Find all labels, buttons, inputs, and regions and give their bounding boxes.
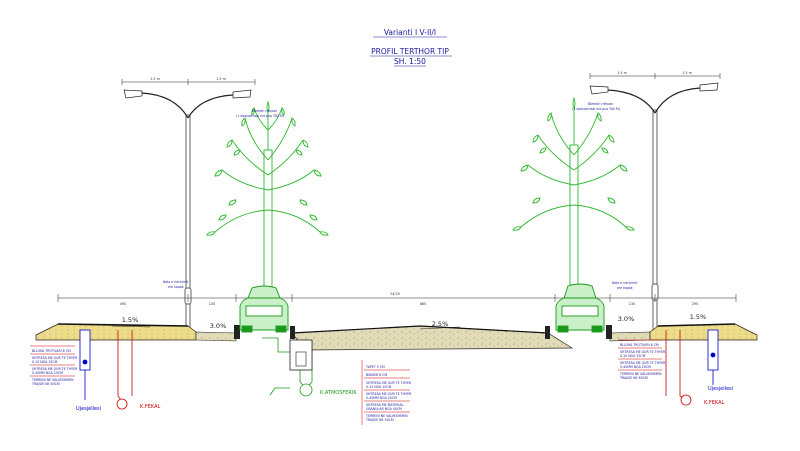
right-sewer-label: K.FEKAL — [704, 400, 725, 406]
dim-left-curb: 130 — [209, 302, 215, 306]
right-parked-car — [555, 283, 605, 333]
right-water-label: Ujesjellesi — [708, 386, 733, 392]
left-sewer-label: K.FEKAL — [140, 404, 161, 410]
svg-text:SHTRESA ME MATERIAL: SHTRESA ME MATERIAL — [366, 403, 404, 407]
svg-text:BLLOKA TROTUARI 6 CM: BLLOKA TROTUARI 6 CM — [32, 349, 71, 353]
svg-text:TAPET 5 CM: TAPET 5 CM — [365, 365, 385, 369]
svg-text:0-15 NGA 10CM: 0-15 NGA 10CM — [366, 385, 392, 389]
right-tree-note: Blemdri rrthpan — [588, 102, 613, 106]
drawing-subtitle: PROFIL TERTHOR TIP — [371, 47, 449, 56]
left-parked-car — [239, 285, 289, 333]
dim-right-sidewalk: 290 — [692, 302, 698, 306]
svg-text:TERRENI NE VALVESHMEN: TERRENI NE VALVESHMEN — [31, 378, 74, 382]
road-top-surface — [291, 325, 549, 334]
svg-text:TERRENI NE VALVESHMEN: TERRENI NE VALVESHMEN — [619, 372, 662, 376]
svg-text:SHTRESA ME GUR TE THYER: SHTRESA ME GUR TE THYER — [32, 367, 78, 371]
left-curb — [234, 325, 240, 339]
left-lane-section — [195, 331, 237, 342]
right-sewer-pipe — [665, 330, 692, 406]
svg-text:0-40MM NGA 20CM: 0-40MM NGA 20CM — [366, 396, 397, 400]
right-inner-curb — [545, 326, 550, 339]
right-lane-section — [609, 331, 651, 342]
slope-road: 2.5% — [432, 320, 449, 328]
right-tree — [512, 96, 635, 296]
left-tree-note-sub: ( t bosrpornsal me pus TAV M) — [236, 114, 284, 118]
manhole-inner — [295, 351, 307, 367]
svg-text:TRAJSIE NE 60CM: TRAJSIE NE 60CM — [31, 382, 60, 386]
slope-left-sidewalk: 1.5% — [122, 316, 139, 324]
slope-road-arrow — [419, 326, 461, 330]
svg-text:0-40MM NGA 20CM: 0-40MM NGA 20CM — [620, 365, 651, 369]
left-lamp-note-sub: me kapak — [168, 285, 184, 289]
left-water-pipe — [79, 329, 91, 400]
svg-text:SHTRESA ME GUR TE THYER: SHTRESA ME GUR TE THYER — [366, 381, 412, 385]
right-sidewalk-top — [657, 323, 736, 327]
road-section — [291, 325, 574, 351]
right-layer-legend: BLLOKA TROTUARI 6 CM SHTRESA ME GUR TE T… — [618, 339, 666, 380]
left-sewer-pipe — [116, 330, 133, 410]
svg-text:0-10 NGA 15CM: 0-10 NGA 15CM — [32, 360, 58, 364]
svg-text:SHTRESA ME GUR TE THYER: SHTRESA ME GUR TE THYER — [620, 361, 666, 365]
dim-total: 24/20 — [390, 292, 400, 296]
left-layer-legend: BLLOKA TROTUARI 6 CM SHTRESA ME GUR TE T… — [30, 345, 78, 386]
right-street-lamp: 1.5 m 1.5 m — [589, 71, 721, 331]
left-street-lamp: 1.5 m 1.5 m — [121, 77, 256, 331]
slope-left-lane: 3.0% — [210, 322, 227, 330]
right-lamp-note-sub: me kapak — [617, 286, 633, 290]
left-water-label: Ujesjellesi — [76, 406, 101, 412]
svg-text:0-10 NGA 15CM: 0-10 NGA 15CM — [620, 354, 646, 358]
svg-text:BLLOKA TROTUARI 6 CM: BLLOKA TROTUARI 6 CM — [620, 343, 659, 347]
svg-text:1.5 m: 1.5 m — [682, 71, 692, 75]
svg-text:1.5 m: 1.5 m — [617, 71, 627, 75]
center-layer-legend: TAPET 5 CM BINDER 6 CM SHTRESA ME GUR TE… — [361, 360, 412, 425]
slope-right-lane: 3.0% — [618, 315, 635, 323]
drawing-scale: SH. 1:50 — [394, 57, 426, 66]
right-lamp-note: Ndia e ndricimit — [612, 281, 638, 285]
svg-text:SHTRESA ME GUR TE THYER: SHTRESA ME GUR TE THYER — [366, 392, 412, 396]
drawing-title: Varianti I V-II/I — [384, 28, 436, 37]
right-tree-note-sub: ( t bosrpornsal me pus TAV M) — [572, 107, 620, 111]
right-water-pipe — [707, 329, 719, 385]
slope-left-sidewalk-arrow — [111, 325, 151, 328]
right-curb — [606, 325, 612, 339]
left-lamp-note: Ndia e ndricimit — [163, 280, 189, 284]
svg-text:BINDER 6 CM: BINDER 6 CM — [366, 373, 387, 377]
svg-text:0-40MM NGA 20CM: 0-40MM NGA 20CM — [32, 371, 63, 375]
svg-text:TERRENI NE VALVESHMEN: TERRENI NE VALVESHMEN — [365, 414, 408, 418]
svg-text:1.5 m: 1.5 m — [150, 77, 160, 81]
svg-text:GRANULAR NGA 40CM: GRANULAR NGA 40CM — [366, 407, 402, 411]
svg-text:TRAJSIE NE 60CM: TRAJSIE NE 60CM — [619, 376, 648, 380]
dim-left-sidewalk: 490 — [120, 302, 126, 306]
svg-text:SHTRESA ME GUR TE THYER: SHTRESA ME GUR TE THYER — [32, 356, 78, 360]
left-tree-note: Blemdri rrthpan — [252, 109, 277, 113]
left-sidewalk-top — [57, 323, 189, 327]
svg-text:SHTRESA ME GUR TE THYER: SHTRESA ME GUR TE THYER — [620, 350, 666, 354]
left-inner-curb — [290, 326, 295, 339]
svg-text:TRAJSIE NE 50CM: TRAJSIE NE 50CM — [365, 418, 394, 422]
svg-text:1.5 m: 1.5 m — [216, 77, 226, 81]
dim-carriageway: 860 — [420, 302, 426, 306]
left-tree — [206, 100, 329, 296]
dim-right-curb: 130 — [629, 302, 635, 306]
storm-drain-label: K.ATMOSFERIK — [320, 390, 357, 396]
width-dimension-line — [57, 294, 737, 302]
slope-right-sidewalk: 1.5% — [690, 313, 707, 321]
